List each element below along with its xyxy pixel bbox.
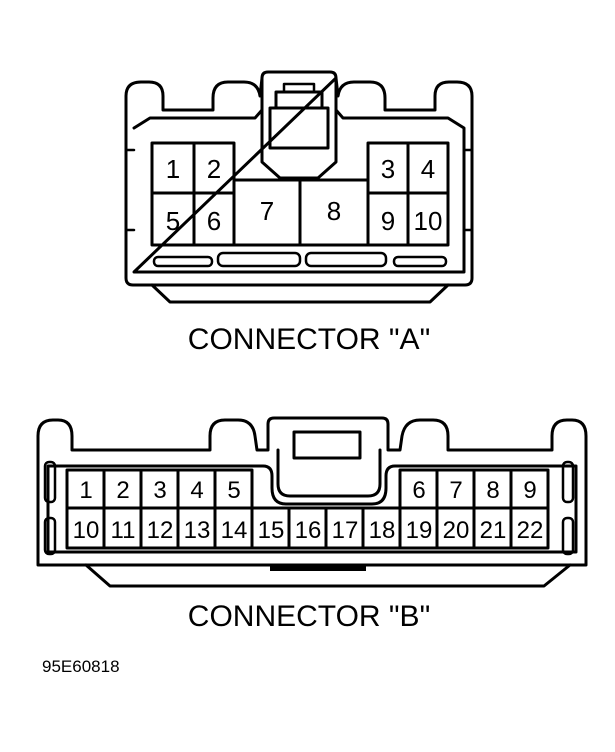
pin-label-a5: 5 bbox=[166, 206, 180, 236]
pin-label-b2: 2 bbox=[116, 477, 129, 504]
pin-label-a3: 3 bbox=[381, 154, 395, 184]
pin-label-a10: 10 bbox=[414, 206, 443, 236]
pin-label-b8: 8 bbox=[486, 477, 499, 504]
connector-a-housing bbox=[124, 70, 474, 304]
connector-a-caption: CONNECTOR "A" bbox=[188, 323, 430, 356]
pin-label-a8: 8 bbox=[327, 196, 341, 226]
pin-label-b16: 16 bbox=[295, 517, 322, 544]
pin-label-b6: 6 bbox=[412, 477, 425, 504]
pin-label-a7: 7 bbox=[260, 196, 274, 226]
pin-label-b12: 12 bbox=[147, 517, 174, 544]
pin-label-a6: 6 bbox=[207, 206, 221, 236]
pin-label-a4: 4 bbox=[421, 154, 435, 184]
pin-label-a2: 2 bbox=[207, 154, 221, 184]
pin-cavity-b-row2 bbox=[65, 506, 550, 550]
pin-label-a1: 1 bbox=[166, 154, 180, 184]
pin-label-b3: 3 bbox=[153, 477, 166, 504]
pin-label-b13: 13 bbox=[184, 517, 211, 544]
pin-label-b4: 4 bbox=[190, 477, 203, 504]
pin-label-b9: 9 bbox=[523, 477, 536, 504]
pin-label-b14: 14 bbox=[221, 517, 248, 544]
connector-b-housing bbox=[36, 416, 588, 588]
pin-label-b17: 17 bbox=[332, 517, 359, 544]
pin-label-b10: 10 bbox=[73, 517, 100, 544]
pin-label-b21: 21 bbox=[480, 517, 507, 544]
connector-a-pins bbox=[150, 141, 450, 247]
pin-label-b22: 22 bbox=[517, 517, 544, 544]
pin-label-b15: 15 bbox=[258, 517, 285, 544]
pin-label-b1: 1 bbox=[79, 477, 92, 504]
pin-label-b18: 18 bbox=[369, 517, 396, 544]
pin-cavity-a10 bbox=[406, 191, 450, 247]
connector-b-caption: CONNECTOR "B" bbox=[188, 600, 430, 633]
pin-label-b7: 7 bbox=[449, 477, 462, 504]
pin-label-b11: 11 bbox=[111, 517, 136, 544]
pin-label-a9: 9 bbox=[381, 206, 395, 236]
pin-label-b20: 20 bbox=[443, 517, 470, 544]
pin-label-b5: 5 bbox=[227, 477, 240, 504]
pin-label-b19: 19 bbox=[406, 517, 433, 544]
figure-code: 95E60818 bbox=[42, 657, 120, 676]
connector-b-pins bbox=[65, 468, 550, 550]
